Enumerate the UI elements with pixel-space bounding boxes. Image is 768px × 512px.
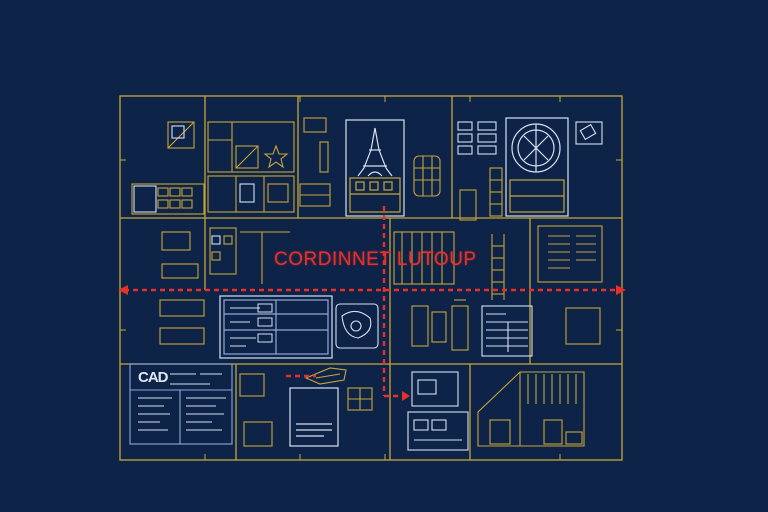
star-icon	[263, 144, 289, 169]
guide-arrowheads	[118, 285, 626, 401]
building-elevation	[477, 371, 585, 447]
eiffel-tower-icon	[357, 127, 393, 177]
data-table-values	[230, 303, 273, 347]
pipe-fitting	[304, 367, 347, 385]
cell-bottom-middle	[239, 373, 373, 447]
title-block	[129, 363, 233, 445]
data-table-panel	[219, 295, 333, 359]
cell-middle-right	[411, 299, 469, 351]
tower-panel	[345, 119, 405, 217]
coordinate-layout-label: CORDINNET LUTOUP	[274, 249, 477, 270]
window-grid	[457, 121, 497, 155]
louvre-panel	[537, 225, 603, 345]
title-block-text-lines	[138, 373, 226, 431]
diamond-box	[575, 121, 603, 145]
spec-sheet	[481, 305, 533, 357]
document-panel	[289, 387, 339, 447]
clock-icon	[511, 123, 561, 173]
floor-plan-cell	[207, 121, 295, 213]
cell-top-middle-left	[299, 117, 331, 207]
cell-middle-left	[159, 227, 290, 345]
coordinate-guides	[124, 206, 620, 398]
machine-symbol	[335, 303, 379, 349]
cell-top-left	[131, 121, 205, 215]
camera-panel	[407, 371, 469, 451]
tower-column	[459, 167, 503, 221]
cylinder-element	[413, 155, 441, 197]
cad-logo: CAD	[138, 369, 168, 386]
clock-panel	[505, 117, 569, 217]
staircase-block	[393, 231, 455, 285]
frame-ticks	[120, 96, 622, 460]
